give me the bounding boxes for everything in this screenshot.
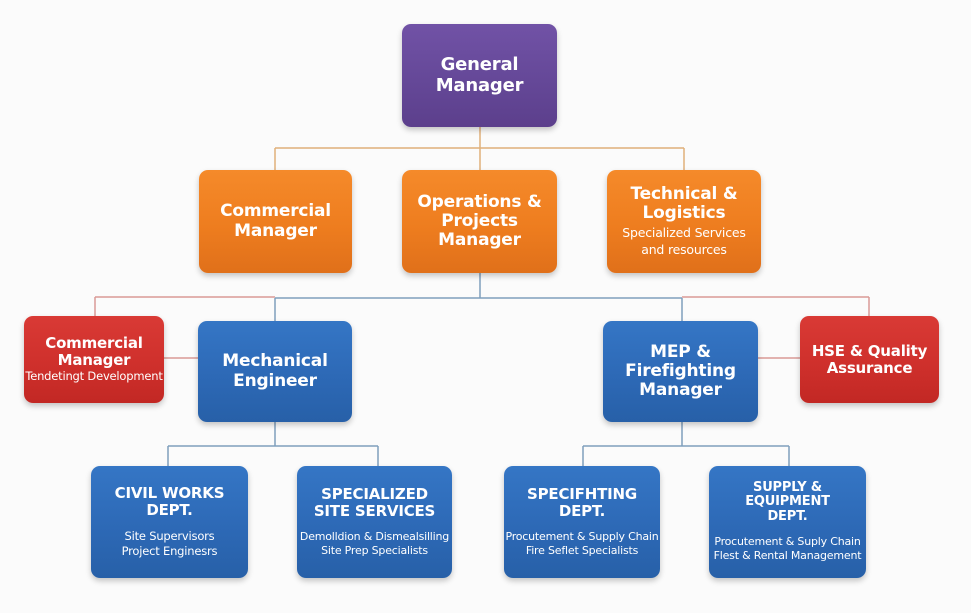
node-title: SPECIFHTING DEPT. — [527, 484, 637, 520]
node-mep-firefighting-manager[interactable]: MEP & Firefighting Manager — [603, 321, 758, 422]
node-title: Mechanical Engineer — [222, 351, 328, 391]
node-specifhting-dept[interactable]: SPECIFHTING DEPT. Procutement & Supply C… — [504, 466, 660, 578]
node-title: Operations & Projects Manager — [417, 191, 542, 251]
node-operations-projects-manager[interactable]: Operations & Projects Manager — [402, 170, 557, 273]
node-commercial-manager-tendering[interactable]: Commercial Manager Tendetingt Developmen… — [24, 316, 164, 403]
node-title: SUPPLY & EQUIPMENT DEPT. — [745, 479, 830, 525]
node-specialized-site-services[interactable]: SPECIALIZED SITE SERVICES Demolldion & D… — [297, 466, 452, 578]
node-general-manager[interactable]: General Manager — [402, 24, 557, 127]
node-title: Commercial Manager — [220, 201, 331, 241]
node-title: CIVIL WORKS DEPT. — [114, 484, 225, 520]
node-subtitle: Demolldion & Dismealsilling Site Prep Sp… — [299, 529, 450, 557]
node-technical-logistics[interactable]: Technical & Logistics Specialized Servic… — [607, 170, 761, 273]
node-subtitle: Procutement & Suply Chain Flest & Rental… — [713, 534, 862, 563]
node-commercial-manager[interactable]: Commercial Manager — [199, 170, 352, 273]
connector-operations-to-level3 — [94, 273, 870, 359]
connector-engineers-to-depts — [167, 422, 790, 466]
node-hse-quality-assurance[interactable]: HSE & Quality Assurance — [800, 316, 939, 403]
connector-gm-to-managers — [274, 127, 685, 170]
node-title: MEP & Firefighting Manager — [625, 341, 736, 401]
node-subtitle: Procutement & Supply Chain Fire Seflet S… — [505, 529, 659, 557]
node-title: SPECIALIZED SITE SERVICES — [313, 484, 436, 520]
node-title: Commercial Manager — [45, 334, 143, 370]
node-title: HSE & Quality Assurance — [811, 341, 928, 377]
node-title: General Manager — [435, 54, 524, 96]
node-subtitle: Site Supervisors Project Enginesrs — [121, 529, 218, 558]
node-subtitle: Tendetingt Development — [25, 368, 163, 383]
node-supply-equipment-dept[interactable]: SUPPLY & EQUIPMENT DEPT. Procutement & S… — [709, 466, 866, 578]
node-subtitle: Specialized Services and resources — [622, 225, 746, 257]
node-title: Technical & Logistics — [630, 184, 738, 224]
node-mechanical-engineer[interactable]: Mechanical Engineer — [198, 321, 352, 422]
node-civil-works-dept[interactable]: CIVIL WORKS DEPT. Site Supervisors Proje… — [91, 466, 248, 578]
